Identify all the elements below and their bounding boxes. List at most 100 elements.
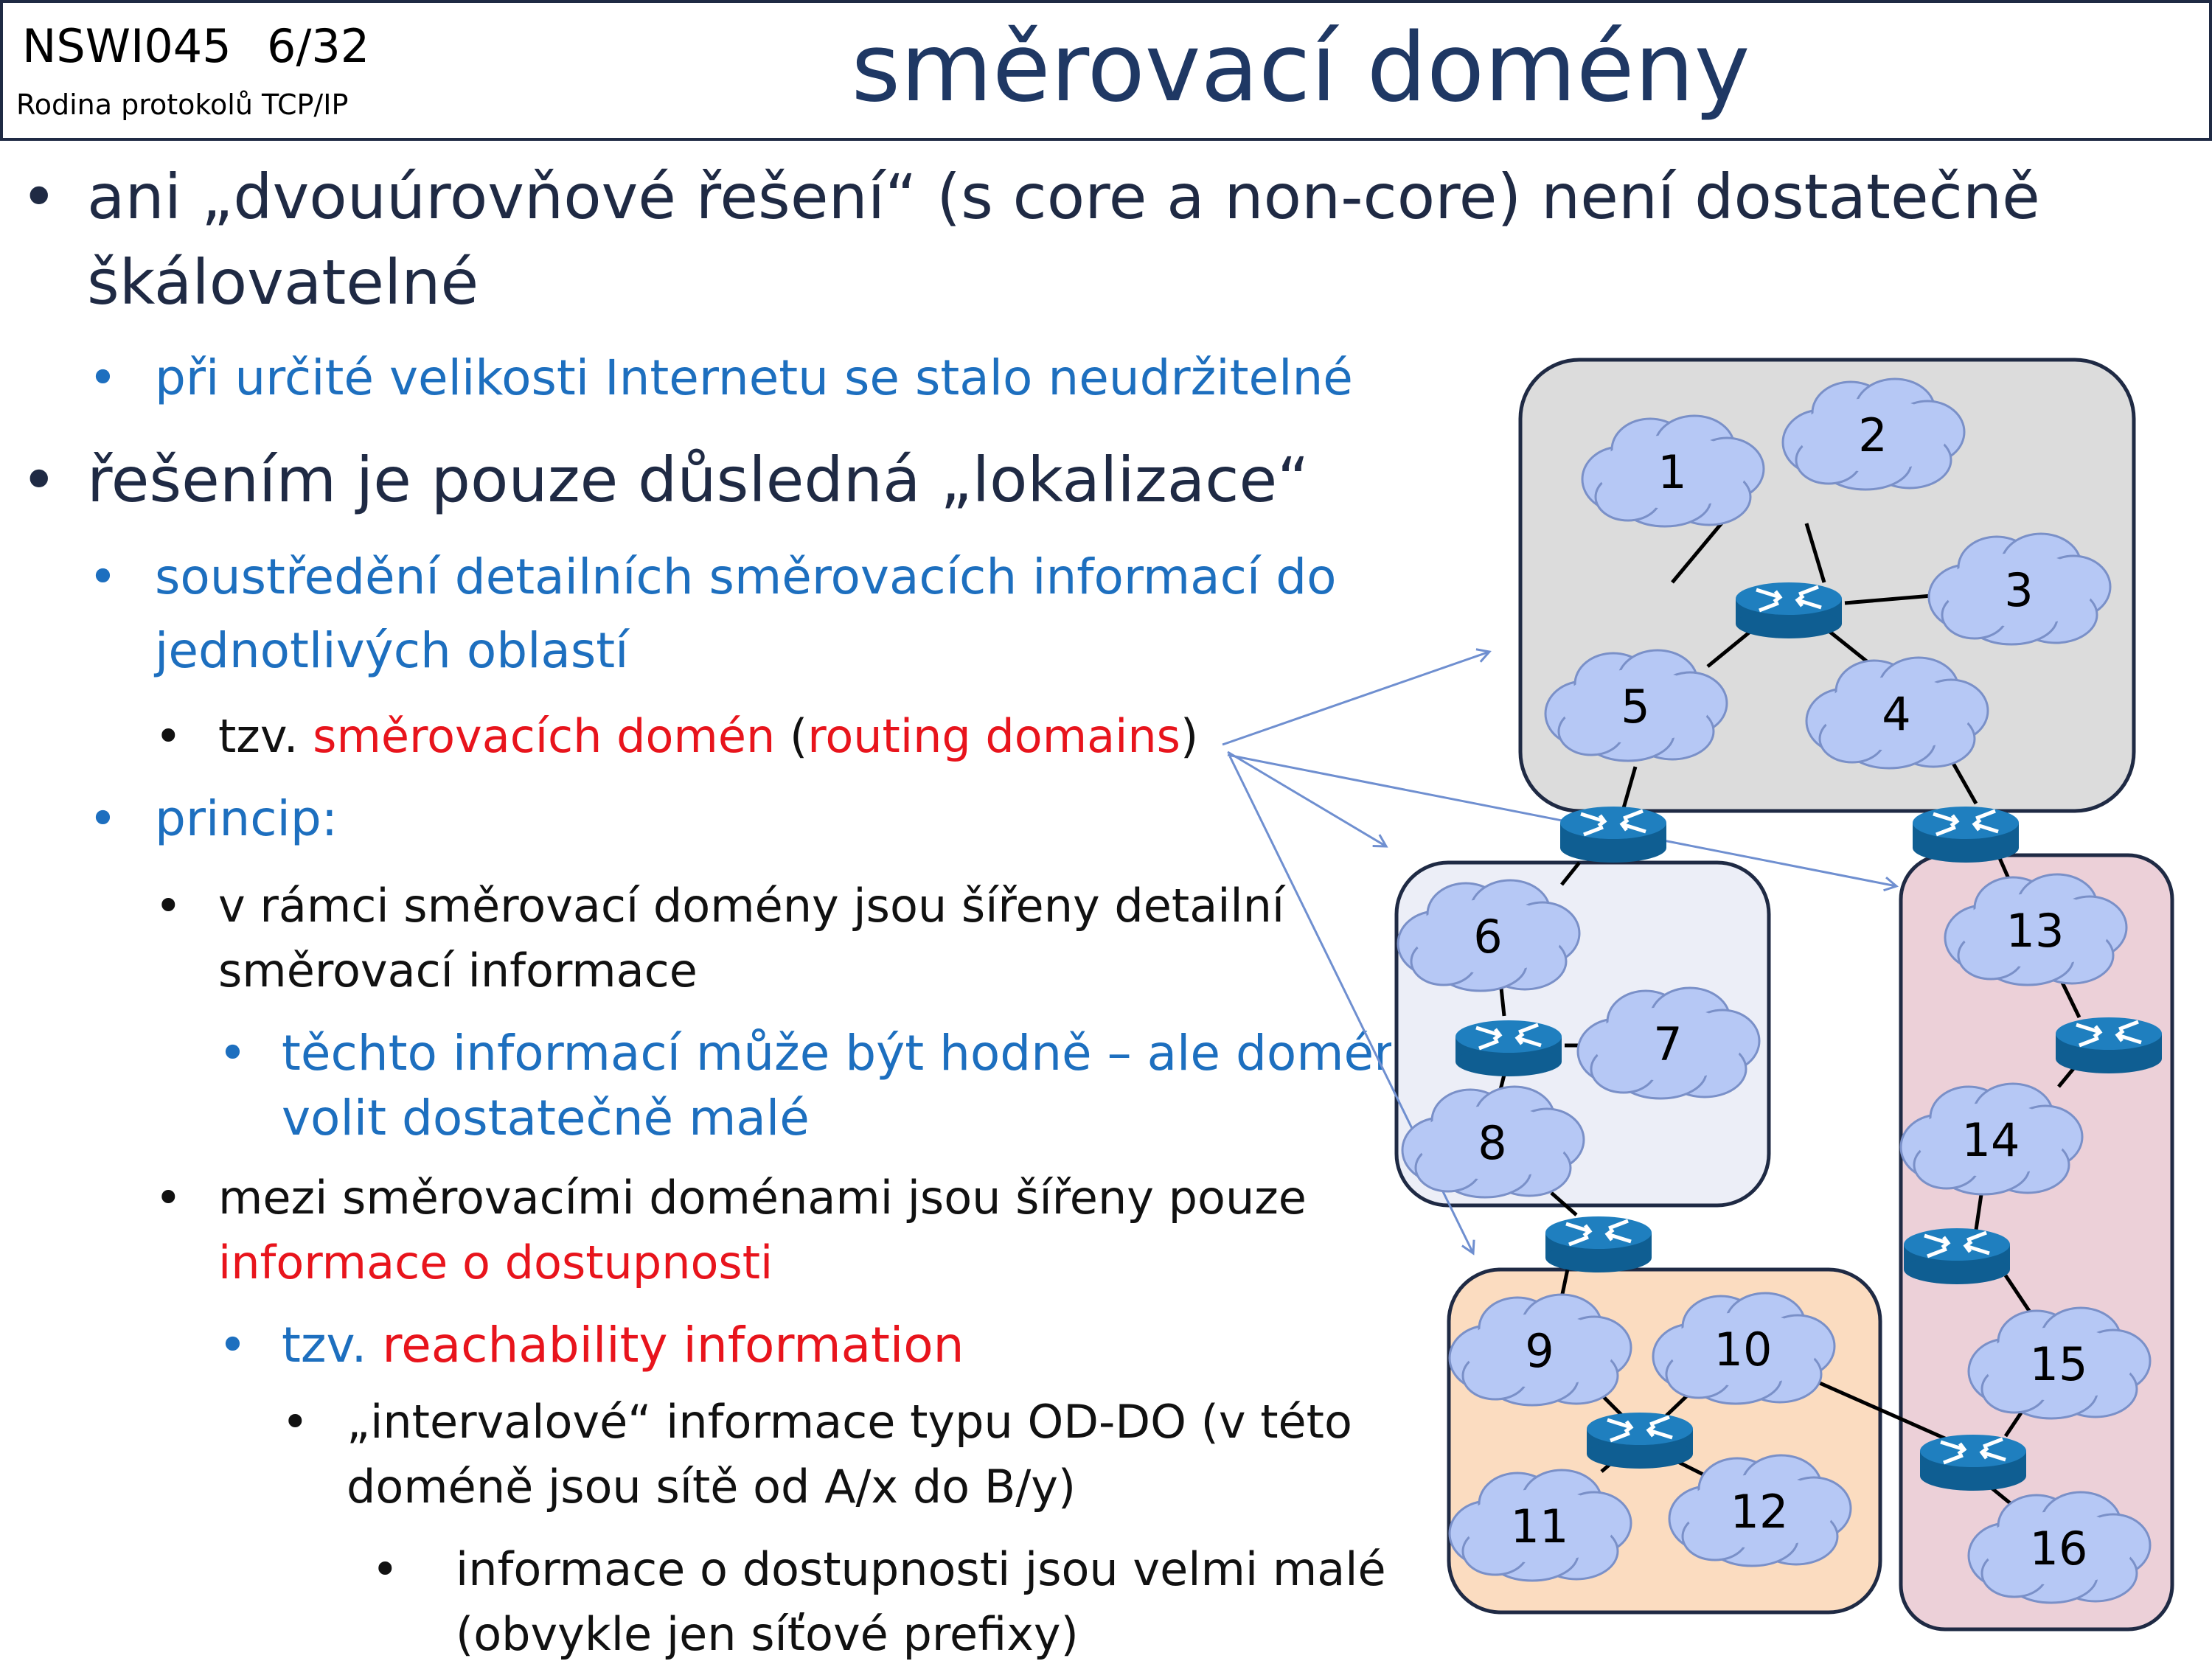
link <box>2049 958 2081 1019</box>
link <box>1560 861 1581 886</box>
cloud-network: 5 <box>1544 649 1728 762</box>
link <box>1600 1452 1624 1473</box>
network-number: 5 <box>1621 680 1649 734</box>
within-line2: směrovací informace <box>218 944 698 997</box>
bullet-1-line2: škálovatelné <box>87 246 479 318</box>
cloud-network: 13 <box>1944 873 2128 986</box>
router-icon <box>1913 807 2019 863</box>
link <box>1559 1261 1571 1298</box>
bullet-dot: • <box>155 879 182 933</box>
link <box>1804 523 1826 583</box>
link <box>1706 625 1758 668</box>
link <box>1979 1477 2014 1507</box>
router-icon <box>2056 1017 2162 1073</box>
cloud-network: 8 <box>1401 1085 1585 1199</box>
bullet-dot: • <box>21 444 58 516</box>
pointer-arrows <box>1222 648 1899 1256</box>
network-number: 13 <box>2006 904 2065 958</box>
link <box>2003 1274 2037 1321</box>
many-line1: těchto informací může být hodně – ale do… <box>282 1025 1391 1082</box>
network-number: 2 <box>1858 408 1887 462</box>
many-line2: volit dostatečně malé <box>282 1090 810 1146</box>
cloud-network: 2 <box>1781 377 1966 491</box>
bullet-dot: • <box>88 790 117 847</box>
link <box>1666 1455 1705 1477</box>
network-number: 15 <box>2030 1337 2088 1391</box>
router-icon <box>1587 1413 1693 1469</box>
within-line1: v rámci směrovací domény jsou šířeny det… <box>218 879 1285 933</box>
link <box>1665 1382 1702 1417</box>
cloud-network: 14 <box>1899 1082 2084 1196</box>
title-box: směrovací domény <box>392 0 2212 141</box>
reachability-line: tzv. reachability information <box>282 1317 964 1373</box>
cloud-network: 4 <box>1805 656 1989 770</box>
network-number: 3 <box>2004 563 2033 617</box>
bullet-dot: • <box>218 1025 247 1082</box>
cloud-network: 16 <box>1967 1491 2152 1604</box>
bullet-dot: • <box>88 549 117 605</box>
slide-number: 6/32 <box>267 19 370 73</box>
bullet-dot: • <box>21 161 58 233</box>
link <box>1844 593 1933 605</box>
bullet-2a-line1: soustředění detailních směrovacích infor… <box>155 549 1337 605</box>
network-number: 4 <box>1882 687 1910 741</box>
small-line2: (obvykle jen síťové prefixy) <box>456 1607 1079 1661</box>
routing-domains-line: tzv. směrovacích domén (routing domains) <box>218 709 1198 763</box>
network-number: 14 <box>1962 1113 2020 1167</box>
slide-header: NSWI045 6/32 Rodina protokolů TCP/IP smě… <box>0 0 2212 141</box>
tzv-close: ) <box>1180 709 1199 763</box>
domain-box-right <box>1899 853 2174 1632</box>
routing-domain-term-cz: směrovacích domén <box>313 709 776 763</box>
routing-domain-term-en: routing domains <box>807 709 1180 763</box>
bullet-dot: • <box>372 1542 399 1596</box>
tzv-open: ( <box>775 709 808 763</box>
network-number: 10 <box>1714 1323 1773 1376</box>
link <box>1621 766 1638 809</box>
arrow-to-middle-domain <box>1227 751 1388 848</box>
cloud-network: 12 <box>1668 1454 1852 1567</box>
interval-line1: „intervalové“ informace typu OD-DO (v té… <box>347 1395 1352 1449</box>
bullet-dot: • <box>88 349 117 406</box>
router-icon <box>1545 1216 1652 1272</box>
router-icon <box>1920 1435 2026 1491</box>
network-number: 16 <box>2030 1522 2088 1575</box>
cloud-network: 11 <box>1448 1469 1632 1582</box>
link <box>1805 1375 1948 1441</box>
cloud-network: 6 <box>1397 879 1581 992</box>
network-number: 11 <box>1511 1500 1569 1553</box>
router-icon <box>1455 1020 1562 1076</box>
cloud-network: 10 <box>1652 1292 1836 1405</box>
bullet-2a-line2: jednotlivých oblastí <box>155 622 629 679</box>
cloud-network: 3 <box>1927 532 2112 646</box>
bullet-dot: • <box>155 1171 182 1225</box>
bullet-dot: • <box>282 1395 309 1449</box>
cloud-network: 7 <box>1576 986 1761 1100</box>
router-icon <box>1904 1228 2010 1284</box>
link <box>1949 758 1978 805</box>
link <box>2057 1060 2081 1088</box>
cloud-network: 9 <box>1448 1293 1632 1407</box>
cloud-network: 15 <box>1967 1306 2152 1420</box>
router-icon <box>1736 582 1842 638</box>
bullet-1-sub: při určité velikosti Internetu se stalo … <box>155 349 1353 406</box>
network-number: 8 <box>1478 1116 1506 1170</box>
link <box>1997 857 2012 883</box>
course-code: NSWI045 <box>22 19 232 73</box>
bullet-2: řešením je pouze důsledná „lokalizace“ <box>87 444 1310 516</box>
reachability-term: reachability information <box>382 1317 964 1373</box>
reach-prefix: tzv. <box>282 1317 383 1373</box>
network-number: 12 <box>1731 1485 1789 1539</box>
arrow-to-top-domain <box>1222 648 1492 746</box>
arrow-to-right-domain <box>1227 753 1899 892</box>
link <box>1591 1385 1624 1417</box>
between-line1: mezi směrovacími doménami jsou šířeny po… <box>218 1171 1307 1225</box>
domain-box-bottom <box>1447 1267 1882 1615</box>
network-number: 9 <box>1525 1324 1554 1378</box>
between-line2: informace o dostupnosti <box>218 1236 773 1289</box>
domain-box-middle <box>1394 860 1771 1208</box>
course-subtitle: Rodina protokolů TCP/IP <box>16 88 349 121</box>
link <box>1826 628 1880 672</box>
link <box>1550 1191 1578 1216</box>
tzv-prefix: tzv. <box>218 709 313 763</box>
network-number: 6 <box>1473 910 1502 964</box>
